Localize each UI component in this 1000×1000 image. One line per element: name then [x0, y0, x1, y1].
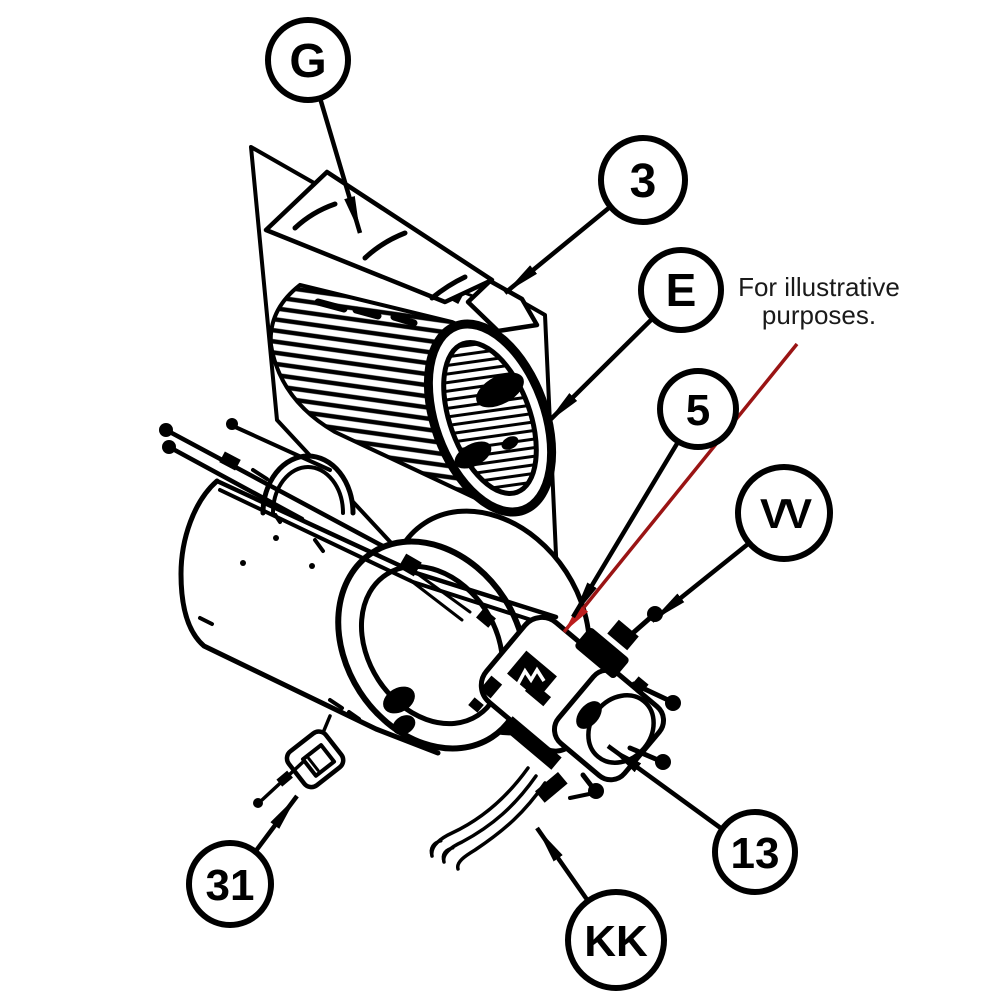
callout-VV: VV [650, 464, 833, 623]
blower-wheel [268, 282, 557, 517]
housing-top-edge [214, 478, 559, 629]
illustrative-note-line1: For illustrative [738, 272, 900, 302]
callout-G: G [265, 17, 363, 234]
callout-E: E [545, 247, 724, 425]
callout-5: 5 [571, 368, 739, 619]
callout-31: 31 [186, 794, 299, 928]
callout-13-label: 13 [731, 829, 780, 878]
callout-3-label: 3 [630, 155, 657, 208]
motor-wires [429, 766, 547, 871]
mounting-rods [159, 418, 423, 569]
callout-3: 3 [503, 135, 688, 295]
callout-5-label: 5 [686, 386, 710, 435]
callout-13: 13 [606, 744, 798, 895]
callout-E-label: E [666, 264, 697, 316]
callout-31-label: 31 [206, 861, 255, 910]
callout-G-label: G [289, 35, 326, 88]
illustrative-note: For illustrative purposes. [562, 272, 900, 634]
callout-KK-label: KK [584, 917, 648, 966]
cutoff-plate [263, 169, 540, 334]
illustrative-note-line2: purposes. [762, 300, 876, 330]
illustrative-arrow [562, 342, 799, 634]
wheel-end-ring [423, 319, 557, 517]
callout-KK: KK [535, 826, 667, 991]
motor [468, 606, 681, 803]
inlet-arch [260, 453, 356, 516]
bracket-31 [253, 714, 346, 808]
motor-studs [580, 606, 681, 799]
callout-VV-label: VV [760, 490, 812, 537]
